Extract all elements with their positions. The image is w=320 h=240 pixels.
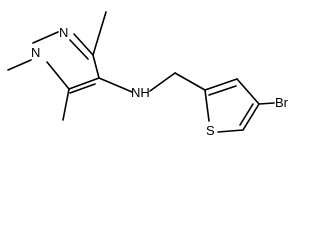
bond-amine-ch2: [149, 72, 176, 92]
bond-n1-methyl: [7, 59, 32, 71]
bond-n2-c3-double: [69, 39, 89, 60]
atom-label-bromine: Br: [275, 95, 289, 110]
bond-c5-methyl: [62, 88, 70, 121]
structure-svg: N N NH S Br: [7, 11, 289, 138]
bond-c2-c3-thio-double: [208, 85, 237, 96]
atom-label-sulfur: S: [206, 123, 215, 138]
bond-c4-c5-double: [69, 83, 96, 94]
bond-c3-methyl: [92, 11, 107, 56]
bond-c4-c5-thio: [242, 103, 260, 131]
bond-s-c2: [204, 89, 210, 122]
molecule-diagram: N N NH S Br: [7, 11, 289, 138]
bond-n2-c3: [73, 33, 94, 56]
atom-label-n-top: N: [59, 25, 68, 40]
atom-label-n-methyl: N: [31, 45, 40, 60]
bond-c2-c3-thio: [204, 78, 238, 91]
bond-n1-n2: [32, 31, 59, 44]
bond-c4-amine: [98, 77, 133, 93]
bond-c4-bromine: [258, 102, 275, 105]
bond-c5-s: [217, 129, 244, 133]
bond-c3-c4: [92, 54, 100, 79]
atom-label-amine: NH: [131, 85, 150, 100]
bond-c5-n1: [46, 61, 70, 90]
bond-ch2-thiophene: [174, 72, 206, 91]
bond-c4-c5-thio-double: [239, 103, 254, 126]
bond-c4-c5: [68, 77, 100, 90]
bond-c3-c4-thio: [236, 78, 260, 105]
